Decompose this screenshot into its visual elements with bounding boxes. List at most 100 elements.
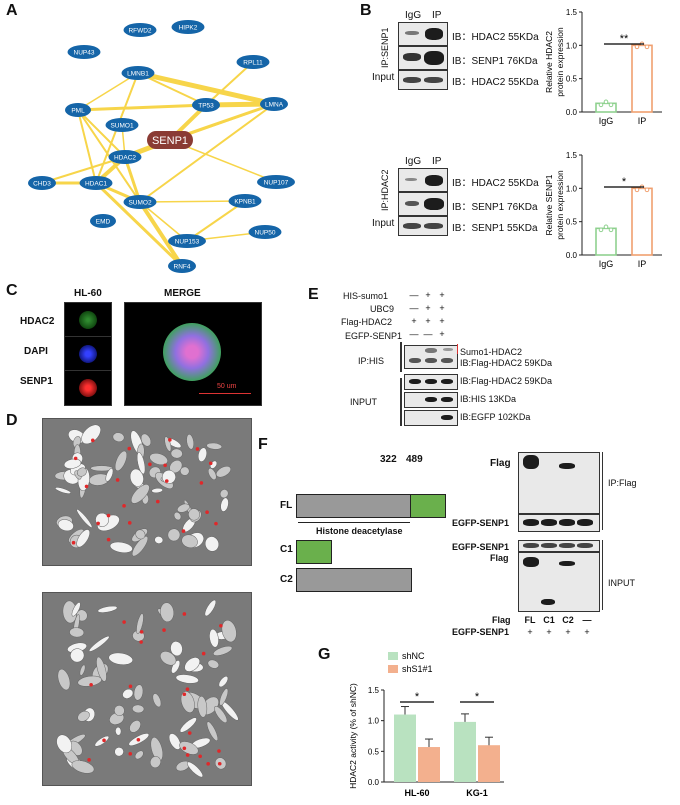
protein-helix	[115, 726, 122, 736]
condition-mark: +	[425, 316, 431, 326]
residue-marker	[164, 479, 169, 483]
blot-f-ip-egfp	[518, 514, 600, 532]
data-point	[634, 187, 640, 193]
x-tick-label: IP	[638, 259, 647, 269]
protein-helix	[177, 503, 190, 513]
blot-b2-hdac2	[398, 168, 448, 192]
residue-marker	[89, 682, 93, 687]
protein-helix	[81, 424, 101, 445]
x-tick-label: IP	[638, 116, 647, 126]
residue-marker	[106, 513, 111, 518]
residue-marker	[185, 687, 190, 692]
protein-helix	[132, 704, 145, 714]
protein-helix	[221, 620, 237, 643]
network-edge	[186, 200, 246, 242]
input-bracket-f	[602, 540, 603, 610]
network-node-label: SUMO2	[128, 199, 152, 206]
protein-helix	[173, 511, 182, 521]
residue-marker	[162, 628, 166, 632]
network-node	[123, 195, 157, 209]
protein-helix	[69, 627, 85, 638]
condition-mark: —	[409, 290, 419, 300]
construct-fl-bar	[296, 494, 412, 518]
residue-marker	[168, 438, 172, 442]
panel-label-f: F	[258, 436, 268, 453]
network-edge	[77, 109, 126, 158]
bar	[418, 747, 440, 782]
lane-label: —	[582, 615, 592, 625]
residue-marker	[122, 620, 126, 624]
input-label-f: INPUT	[608, 578, 635, 588]
condition-mark: +	[439, 290, 445, 300]
residue-marker	[127, 446, 132, 451]
residue-marker	[187, 731, 192, 735]
protein-helix	[114, 450, 128, 472]
protein-helix	[175, 674, 199, 684]
y-tick-label: 1.0	[566, 41, 578, 50]
panel-label-d: D	[6, 412, 18, 429]
protein-helix	[76, 529, 90, 548]
protein-helix	[57, 668, 71, 691]
residue-marker	[87, 758, 91, 762]
protein-helix	[167, 528, 181, 542]
cond-flag-hdac2: Flag-HDAC2	[341, 317, 393, 327]
ip-flag-label: IP:Flag	[608, 478, 637, 488]
ib-flag-input: IB:Flag-HDAC2 59KDa	[460, 376, 553, 386]
data-point	[608, 102, 614, 108]
network-center-label: SENP1	[152, 135, 188, 147]
network-edge	[41, 156, 126, 184]
y-tick-label: 0.5	[368, 747, 380, 756]
f-input-flag-label: Flag	[490, 553, 509, 563]
f-flag-label: Flag	[490, 458, 511, 469]
blot-e-ip	[404, 345, 458, 369]
blot-e-his	[404, 392, 458, 408]
bar	[631, 44, 653, 113]
ib-b2-row2: IB：SENP1 76KDa	[452, 202, 538, 213]
lane-mark: +	[527, 627, 533, 637]
residue-marker	[106, 537, 111, 542]
blot-e-egfp	[404, 410, 458, 426]
condition-mark: +	[425, 290, 431, 300]
protein-helix	[209, 628, 219, 648]
cond-egfp-senp1: EGFP-SENP1	[345, 331, 403, 341]
domain-label: Histone deacetylase	[316, 526, 403, 536]
panel-label-g: G	[318, 646, 331, 663]
protein-helix	[63, 458, 82, 469]
network-node	[28, 176, 56, 190]
protein-helix	[129, 720, 141, 733]
f-egfp-ip: EGFP-SENP1	[452, 518, 510, 528]
construct-c1-label: C1	[280, 544, 293, 555]
network-edge	[77, 72, 139, 111]
network-node-label: RPL11	[243, 59, 263, 66]
legend-label: shNC	[402, 651, 425, 661]
protein-helix	[204, 599, 217, 617]
x-tick-label: IgG	[599, 116, 614, 126]
network-node	[260, 97, 288, 111]
lane-mark: +	[565, 627, 571, 637]
residue-marker	[198, 754, 202, 759]
blot-b2-senp1	[398, 192, 448, 216]
legend-swatch	[388, 665, 398, 673]
network-node-label: HDAC1	[85, 180, 107, 187]
construct-fl-label: FL	[280, 500, 293, 511]
construct-c2-bar	[296, 568, 412, 592]
protein-helix	[219, 688, 229, 706]
significance-label: **	[620, 33, 629, 45]
residue-marker	[182, 692, 187, 697]
lane-ip-top: IP	[432, 10, 442, 21]
network-node-label: NUP50	[255, 229, 276, 236]
protein-helix	[188, 508, 200, 521]
condition-mark: +	[439, 316, 445, 326]
residue-marker	[73, 456, 78, 461]
lanes-flag-label: Flag	[492, 615, 511, 625]
bar	[631, 187, 653, 256]
sumo1-hdac2-label: Sumo1-HDAC2	[460, 347, 523, 357]
network-node-label: CHD3	[33, 180, 51, 187]
residue-marker	[182, 746, 187, 751]
network-edge	[77, 109, 97, 184]
network-node	[228, 194, 262, 208]
residue-marker	[139, 640, 143, 644]
y-tick-label: 0.0	[566, 251, 578, 260]
input-bracket	[400, 378, 402, 426]
